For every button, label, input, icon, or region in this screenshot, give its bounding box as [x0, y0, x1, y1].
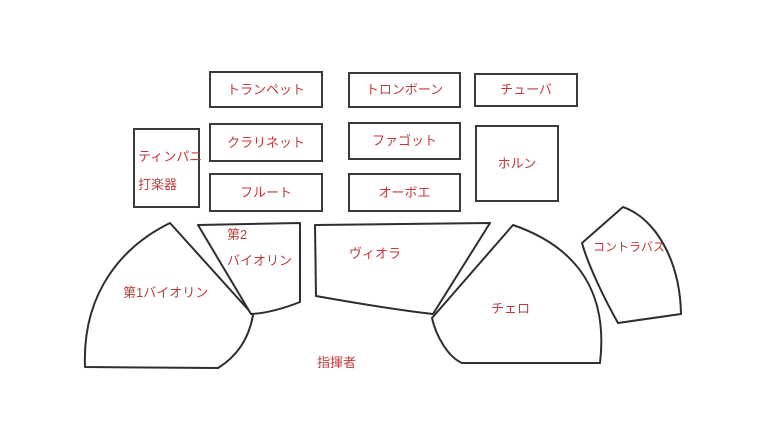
horn-label: ホルン	[497, 155, 537, 171]
box-bassoon: ファゴット	[348, 122, 461, 160]
conductor-label: 指揮者	[317, 355, 357, 370]
box-trombone: トロンボーン	[348, 72, 461, 108]
first-violin-label: 第1バイオリン	[123, 285, 209, 300]
percussion-label: 打楽器	[138, 177, 178, 192]
contrabass-shape	[581, 206, 682, 324]
contrabass-label: コントラバス	[593, 240, 665, 254]
cello-shape	[431, 224, 603, 364]
trombone-label: トロンボーン	[365, 82, 444, 98]
second-violin-label: 第2 バイオリン	[227, 222, 292, 274]
box-flute: フルート	[209, 173, 323, 212]
first-violin-shape	[83, 222, 254, 369]
viola-label: ヴィオラ	[349, 246, 402, 261]
box-oboe: オーボエ	[348, 173, 461, 212]
cello-label: チェロ	[491, 301, 531, 316]
oboe-label: オーボエ	[378, 184, 431, 200]
box-trumpet: トランペット	[209, 71, 323, 108]
box-tuba: チューバ	[474, 73, 578, 107]
trumpet-label: トランペット	[226, 81, 305, 97]
bassoon-label: ファゴット	[371, 133, 437, 149]
timpani-label: ティンパニ	[138, 149, 203, 164]
second-violin-shape	[197, 222, 301, 315]
box-clarinet: クラリネット	[209, 123, 323, 162]
clarinet-label: クラリネット	[226, 134, 305, 150]
viola-shape	[314, 222, 491, 315]
tuba-label: チューバ	[500, 82, 552, 98]
box-timpani-percussion: ティンパニ 打楽器	[133, 128, 203, 208]
box-horn: ホルン	[475, 125, 559, 202]
second-violin-label-line2: バイオリン	[227, 253, 293, 268]
flute-label: フルート	[239, 184, 292, 200]
second-violin-label-line1: 第2	[227, 227, 248, 242]
